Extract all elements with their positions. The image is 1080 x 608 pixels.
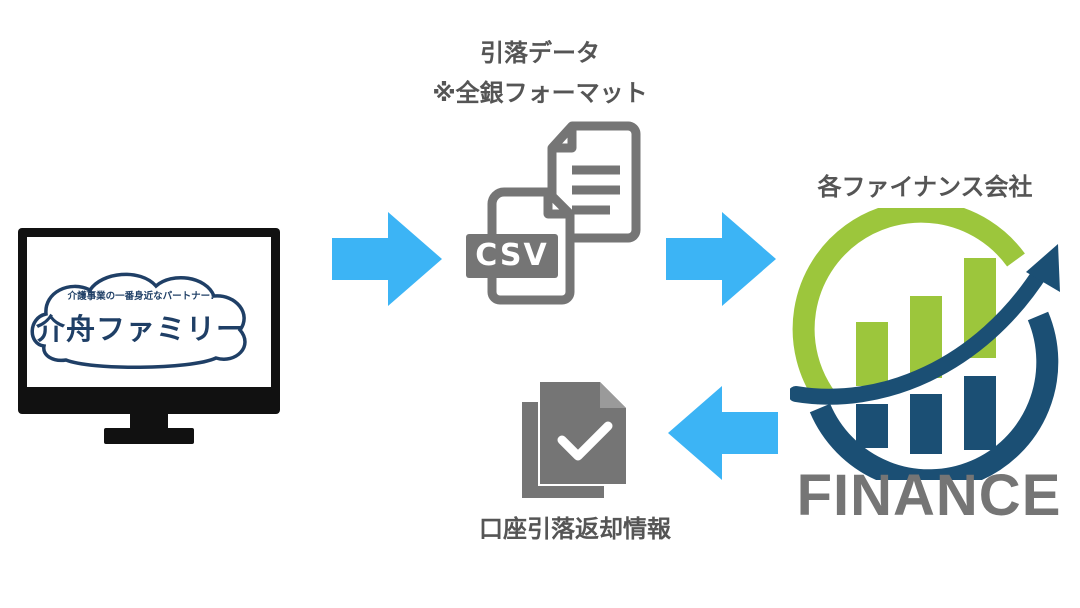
csv-title-line2: ※全銀フォーマット	[432, 79, 648, 107]
kaishu-brand-name: 介舟ファミリー	[35, 312, 246, 346]
document-check-icon	[516, 380, 632, 504]
finance-logo-text: FINANCE	[796, 463, 1062, 528]
csv-file-icon: CSV	[460, 120, 650, 310]
csv-badge-label: CSV	[475, 238, 549, 273]
finance-company-title: 各ファイナンス会社	[817, 173, 1033, 201]
csv-title-line1: 引落データ	[480, 39, 600, 67]
arrow-right-icon	[666, 212, 776, 306]
kaishu-tagline: 介護事業の一番身近なパートナー!	[67, 291, 215, 302]
arrow-left-icon	[668, 386, 778, 480]
finance-logo: FINANCE	[790, 208, 1070, 526]
return-info-title: 口座引落返却情報	[479, 515, 671, 543]
kaishu-family-logo: 介護事業の一番身近なパートナー! 介舟ファミリー	[30, 266, 252, 370]
arrow-right-icon	[332, 212, 442, 306]
